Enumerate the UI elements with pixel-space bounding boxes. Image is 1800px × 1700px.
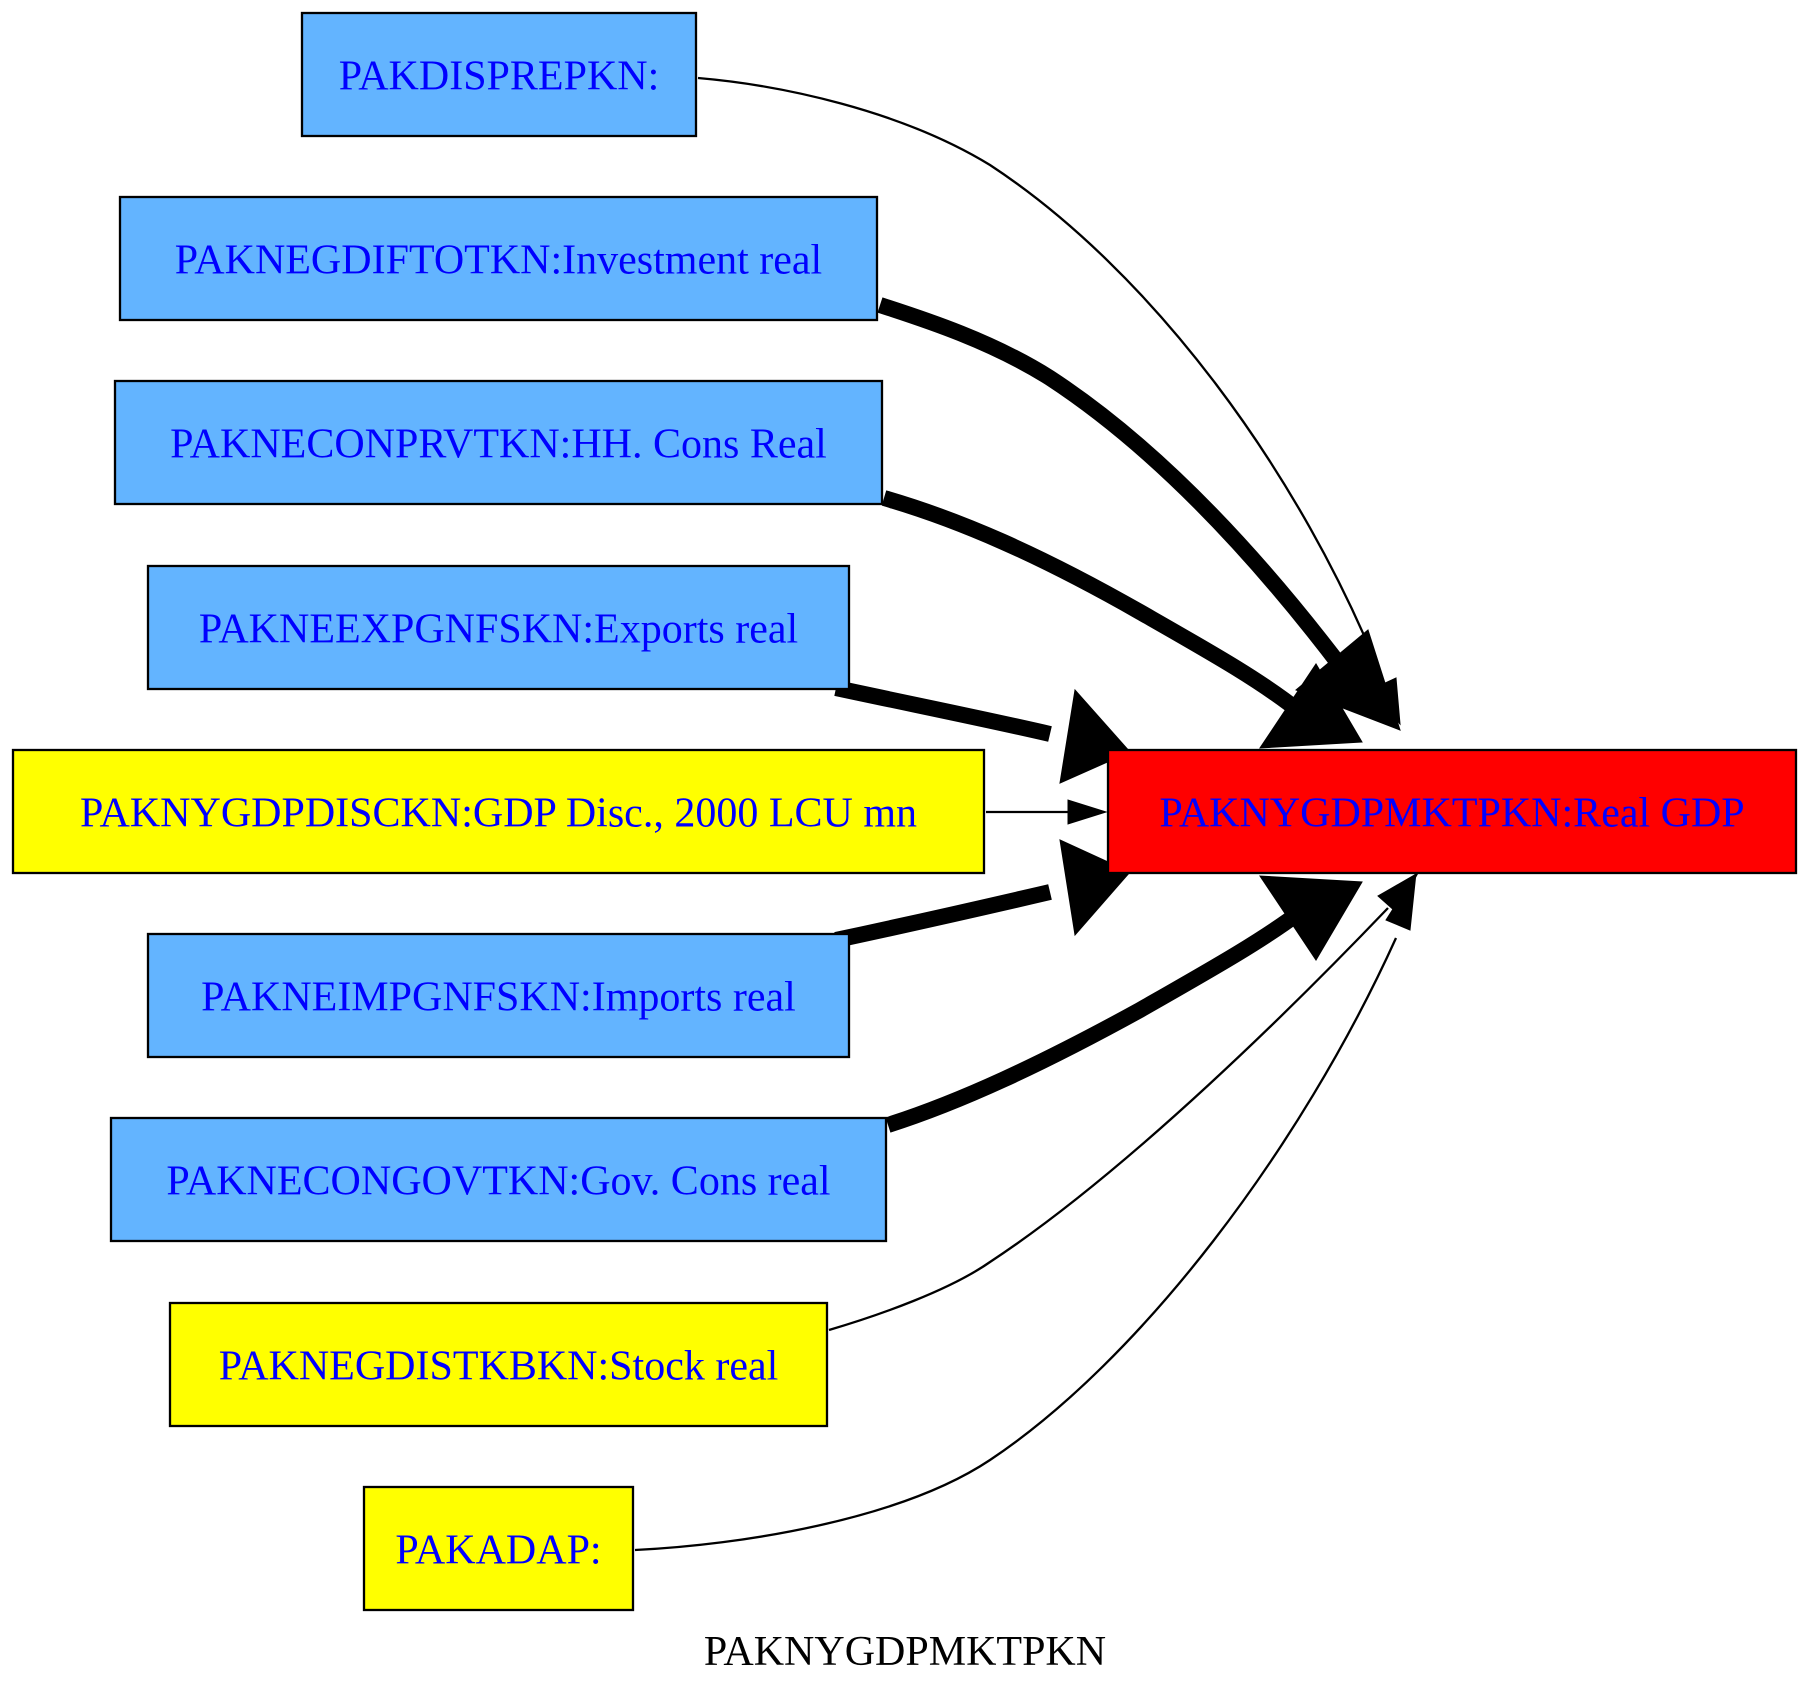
node-pakdisprepkn: PAKDISPREPKN: — [300, 11, 698, 138]
node-label: PAKNEEXPGNFSKN:Exports real — [199, 607, 798, 653]
edges-layer — [634, 76, 1420, 1552]
node-pakneimpgnfskn: PAKNEIMPGNFSKN:Imports real — [146, 932, 851, 1059]
edge-line — [877, 297, 1349, 673]
node-label: PAKNYGDPDISCKN:GDP Disc., 2000 LCU mn — [80, 791, 917, 837]
arrowhead — [1067, 799, 1108, 825]
arrowhead — [1059, 839, 1131, 937]
node-label: PAKNEIMPGNFSKN:Imports real — [201, 975, 796, 1021]
edge-paknecongovtkn-to-paknygdpmktpkn — [885, 875, 1363, 1133]
arrowhead — [1259, 875, 1363, 961]
edge-pakneconprvtkn-to-paknygdpmktpkn — [881, 490, 1363, 749]
graph-caption: PAKNYGDPMKTPKN — [704, 1629, 1106, 1675]
node-box — [1106, 748, 1798, 875]
node-label: PAKNEGDIFTOTKN:Investment real — [175, 238, 822, 284]
edge-paknegdiftotkn-to-paknygdpmktpkn — [877, 297, 1401, 731]
node-box — [362, 1485, 635, 1612]
node-pakneexpgnfskn: PAKNEEXPGNFSKN:Exports real — [146, 564, 851, 691]
edge-pakneimpgnfskn-to-paknygdpmktpkn — [834, 839, 1131, 948]
node-box — [118, 195, 879, 322]
node-box — [300, 11, 698, 138]
node-paknygdpmktpkn: PAKNYGDPMKTPKN:Real GDP — [1106, 748, 1798, 875]
node-paknegdiftotkn: PAKNEGDIFTOTKN:Investment real — [118, 195, 879, 322]
node-box — [146, 932, 851, 1059]
edge-line — [834, 884, 1052, 948]
edge-line — [881, 490, 1305, 719]
node-pakneconprvtkn: PAKNECONPRVTKN:HH. Cons Real — [113, 379, 884, 506]
arrowhead — [1259, 663, 1363, 749]
node-paknegdistkbkn: PAKNEGDISTKBKN:Stock real — [168, 1301, 829, 1428]
arrowhead — [1385, 872, 1417, 931]
node-label: PAKADAP: — [395, 1528, 601, 1574]
edge-paknegdistkbkn-to-paknygdpmktpkn — [828, 871, 1420, 1332]
node-box — [11, 748, 986, 875]
edge-paknygdpdisckn-to-paknygdpmktpkn — [986, 799, 1108, 825]
node-box — [146, 564, 851, 691]
edge-line — [828, 907, 1389, 1332]
node-box — [168, 1301, 829, 1428]
arrowhead — [1295, 629, 1401, 731]
edge-pakadap-to-paknygdpmktpkn — [634, 872, 1417, 1552]
edge-line — [885, 905, 1305, 1133]
node-label: PAKDISPREPKN: — [339, 54, 660, 100]
node-label: PAKNEGDISTKBKN:Stock real — [219, 1344, 779, 1390]
node-paknygdpdisckn: PAKNYGDPDISCKN:GDP Disc., 2000 LCU mn — [11, 748, 986, 875]
node-box — [109, 1116, 888, 1243]
node-label: PAKNECONGOVTKN:Gov. Cons real — [166, 1159, 830, 1205]
node-label: PAKNYGDPMKTPKN:Real GDP — [1159, 791, 1744, 837]
node-box — [113, 379, 884, 506]
nodes-layer: PAKDISPREPKN: PAKNEGDIFTOTKN:Investment r… — [11, 11, 1798, 1612]
node-paknecongovtkn: PAKNECONGOVTKN:Gov. Cons real — [109, 1116, 888, 1243]
node-label: PAKNECONPRVTKN:HH. Cons Real — [170, 422, 827, 468]
edge-line — [697, 76, 1386, 684]
edge-line — [834, 680, 1052, 742]
node-pakadap: PAKADAP: — [362, 1485, 635, 1612]
edge-line — [634, 937, 1398, 1552]
